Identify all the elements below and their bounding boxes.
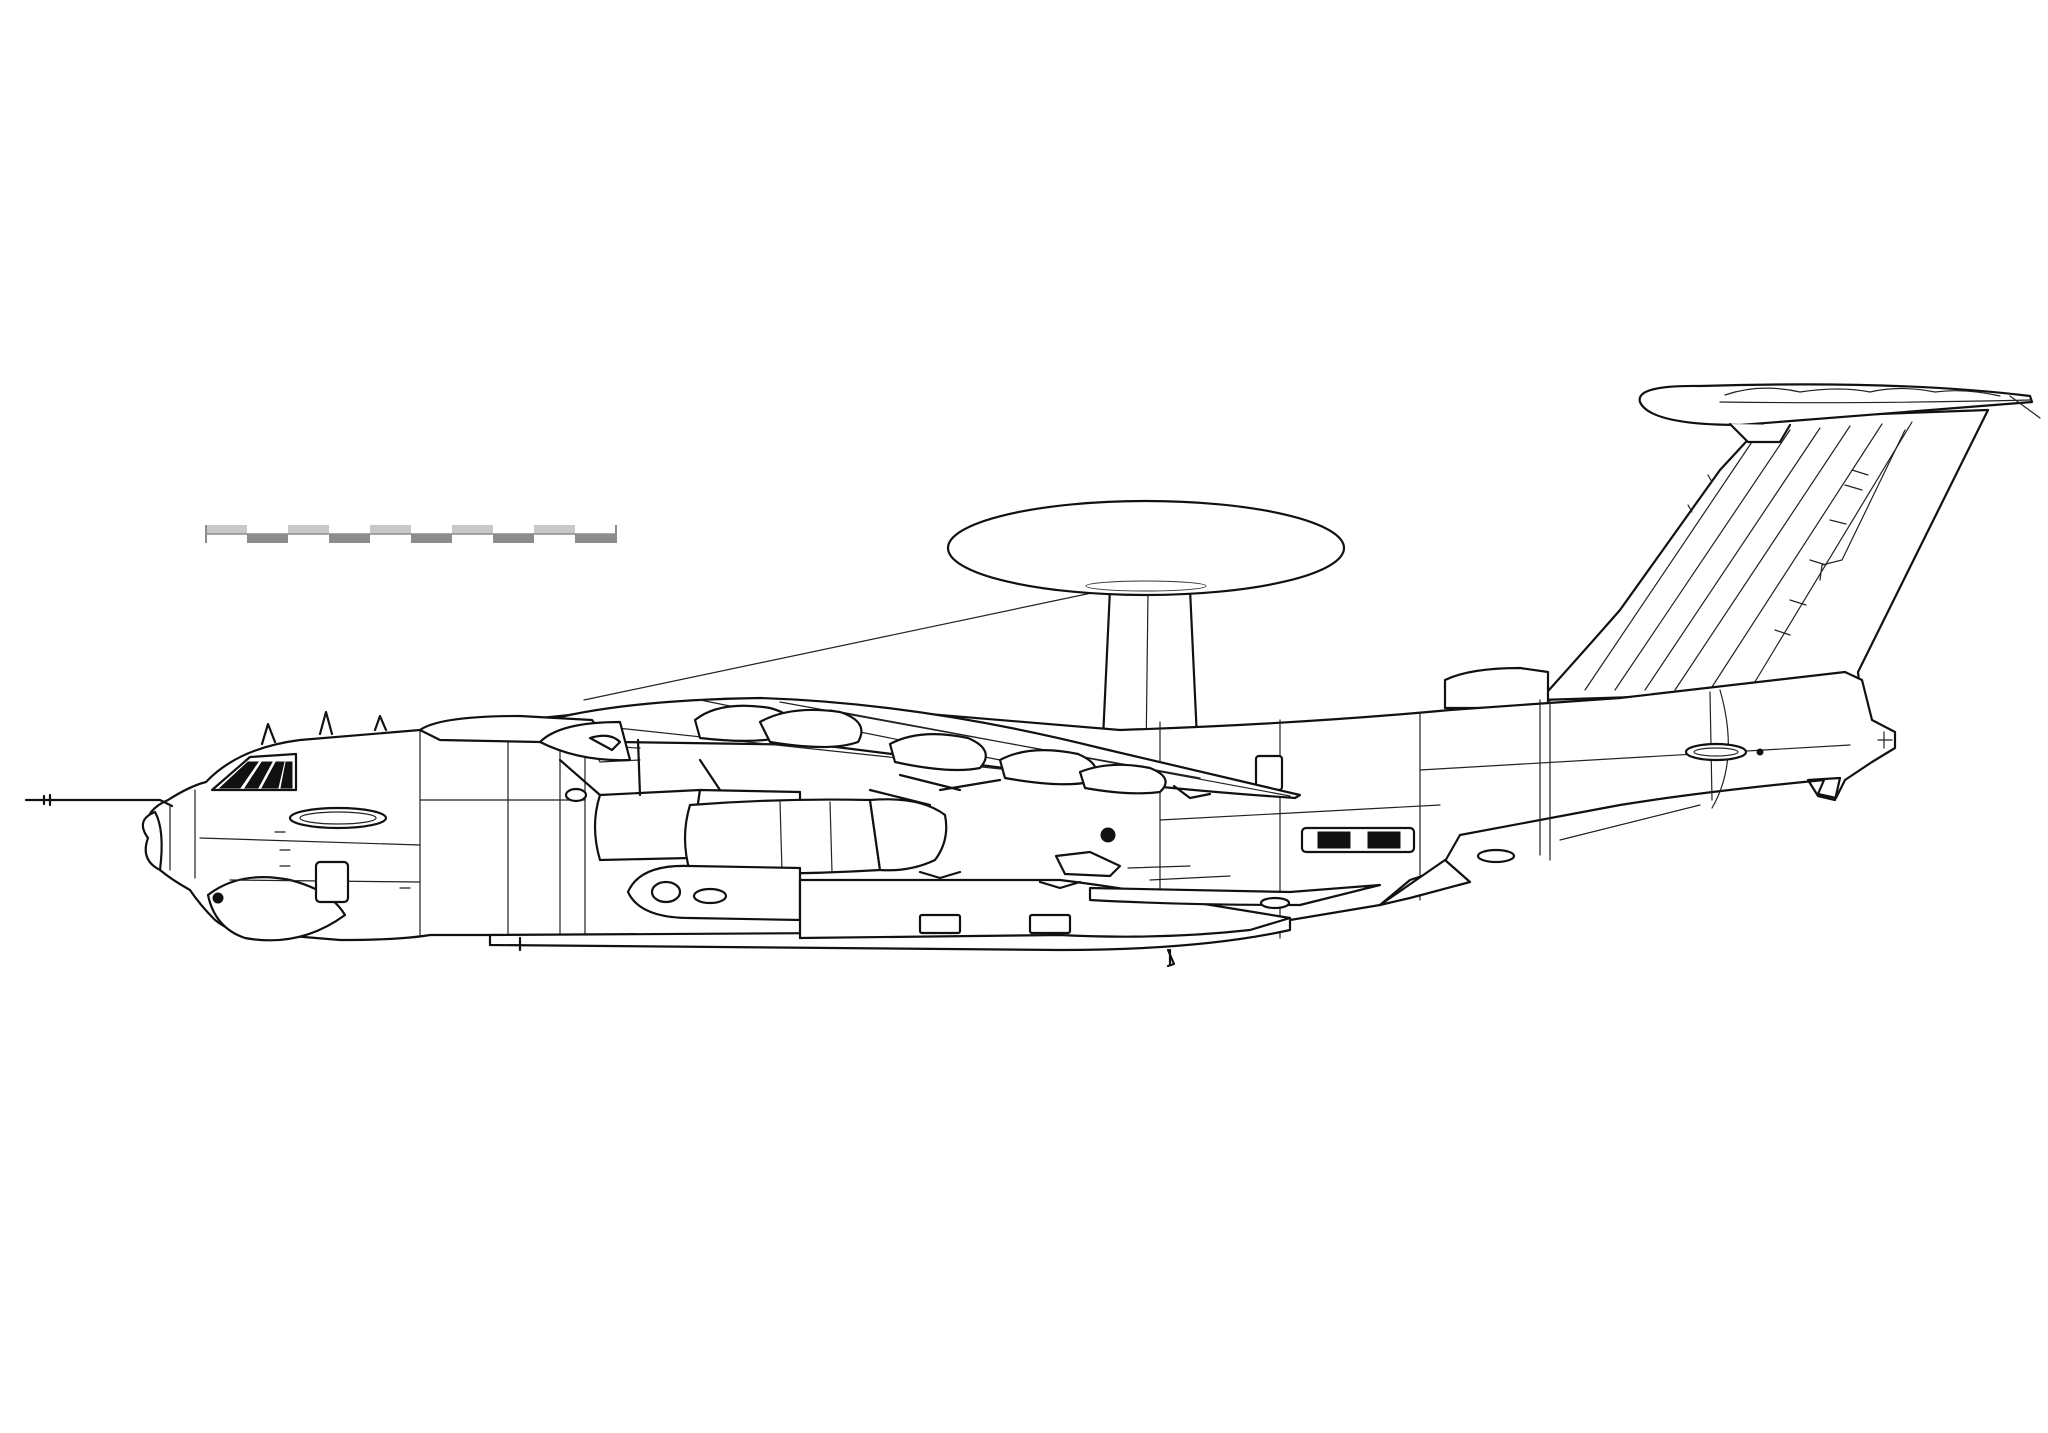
- engine-outboard: [683, 773, 1002, 875]
- landing-gear-fairing: [798, 850, 1382, 968]
- scale-segment: [534, 525, 575, 534]
- scale-segment: [247, 534, 288, 543]
- radar-rotodome: [583, 499, 1346, 762]
- scale-segment: [288, 525, 329, 534]
- scale-segment: [411, 534, 452, 543]
- upper-fairing: [418, 714, 632, 803]
- scale-segment: [493, 534, 534, 543]
- wing: [538, 696, 1302, 800]
- scale-bar: [205, 525, 617, 543]
- horizontal-stabilizer: [1638, 383, 2041, 444]
- engine-lower-pod: [626, 864, 802, 922]
- scale-segment: [575, 534, 616, 543]
- scale-segment: [452, 525, 493, 534]
- scale-segment: [329, 534, 370, 543]
- vertical-tail: [1443, 408, 1990, 710]
- scale-segment: [370, 525, 411, 534]
- intake-grille-slats: [1317, 831, 1401, 849]
- scale-segment: [206, 525, 247, 534]
